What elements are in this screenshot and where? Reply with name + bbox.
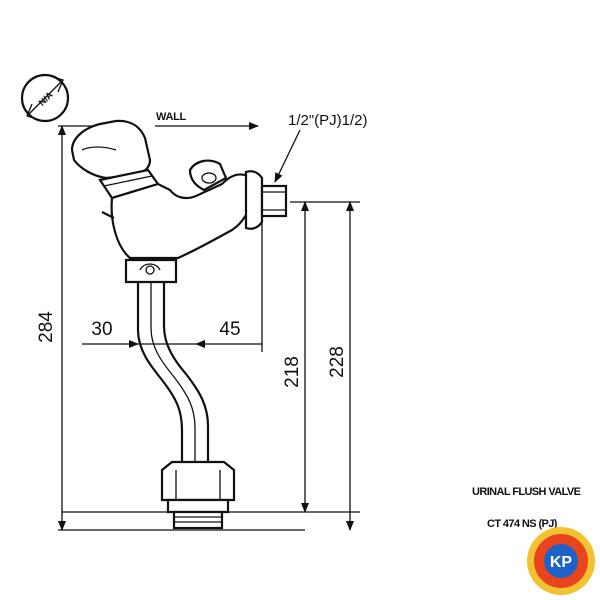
dimension-30-label: 30 bbox=[91, 319, 112, 340]
flush-valve-body bbox=[70, 119, 288, 284]
rotation-stamp-icon: N/A bbox=[20, 73, 70, 123]
dimension-30-45: 30 45 bbox=[82, 319, 262, 348]
model-code-label: CT 474 NS (PJ) bbox=[487, 518, 558, 530]
thread-callout: 1/2"(PJ)1/2) bbox=[274, 112, 368, 183]
dimension-45-label: 45 bbox=[219, 319, 240, 340]
kp-badge-logo: KP bbox=[527, 527, 595, 595]
badge-text: KP bbox=[550, 554, 573, 571]
product-type-label: URINAL FLUSH VALVE bbox=[472, 486, 581, 498]
bottom-coupling bbox=[160, 460, 236, 530]
stamp-text: N/A bbox=[37, 89, 55, 107]
dimension-218: 218 bbox=[282, 201, 309, 513]
thread-spec-label: 1/2"(PJ)1/2) bbox=[288, 112, 368, 129]
dimension-228: 228 bbox=[327, 201, 354, 531]
caption: URINAL FLUSH VALVE CT 474 NS (PJ) bbox=[472, 486, 581, 530]
dimension-228-label: 228 bbox=[327, 346, 348, 378]
dimension-284: 284 bbox=[36, 125, 66, 531]
wall-label: WALL bbox=[156, 111, 187, 123]
badge-inner bbox=[544, 544, 578, 578]
wall-indicator: WALL bbox=[155, 111, 259, 130]
dimension-218-label: 218 bbox=[282, 356, 303, 388]
outlet-pipe bbox=[136, 282, 210, 470]
dimension-284-label: 284 bbox=[36, 311, 57, 343]
